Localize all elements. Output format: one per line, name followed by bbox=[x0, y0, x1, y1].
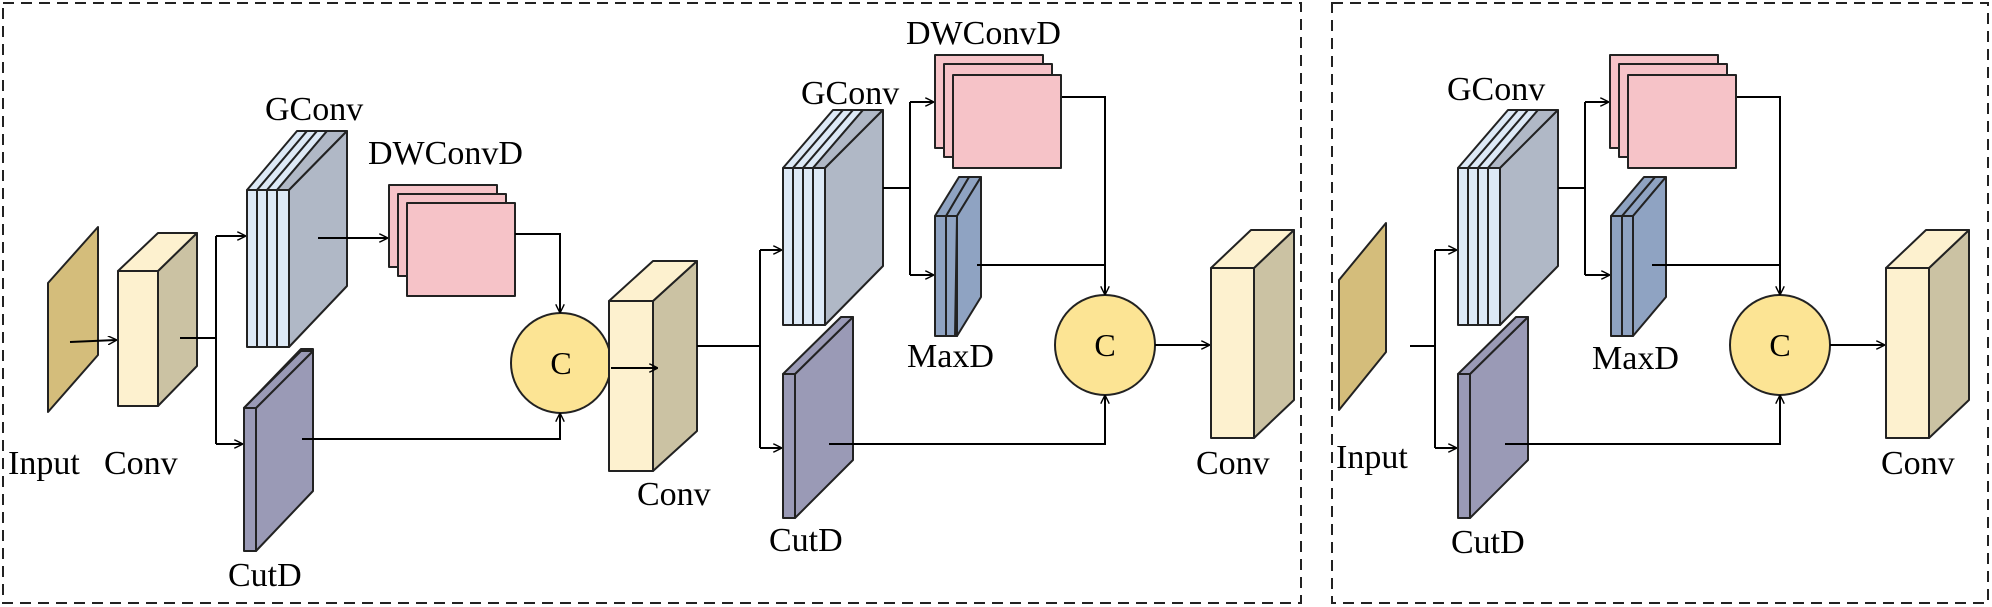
maxd-block-1 bbox=[934, 176, 982, 337]
input-block-r bbox=[1338, 222, 1387, 411]
gconv-label-r: GConv bbox=[1447, 71, 1545, 108]
maxd-block-r bbox=[1610, 176, 1667, 337]
gconv-block-1 bbox=[246, 130, 348, 348]
gconv-label-1: GConv bbox=[265, 91, 363, 128]
conv-label-2: Conv bbox=[637, 476, 711, 513]
module-left: Input Conv GConv DWConvD bbox=[8, 15, 1295, 594]
input-block bbox=[47, 226, 99, 413]
maxd-label-r: MaxD bbox=[1592, 340, 1679, 377]
connections-left bbox=[69, 96, 1209, 448]
conv-block-3 bbox=[1210, 229, 1295, 439]
conv-block-2 bbox=[608, 260, 698, 472]
cutd-label-r: CutD bbox=[1451, 524, 1525, 561]
concat-label-r: C bbox=[1769, 327, 1790, 363]
dwconvd-block-r bbox=[1609, 54, 1737, 169]
dwconvd-label-1: DWConvD bbox=[368, 135, 523, 172]
gconv-block-r bbox=[1457, 109, 1559, 326]
cutd-block-2 bbox=[782, 316, 854, 519]
input-label: Input bbox=[8, 445, 80, 482]
connections-right bbox=[1410, 96, 1884, 448]
dwconvd-block-1 bbox=[388, 184, 516, 297]
concat-label-1: C bbox=[550, 345, 571, 381]
conv-block-1 bbox=[117, 232, 198, 407]
cutd-block-1 bbox=[243, 348, 314, 552]
gconv-block-2 bbox=[782, 109, 884, 326]
module-frame-left bbox=[2, 2, 1302, 604]
conv-block-r bbox=[1885, 229, 1970, 439]
module-frame-right bbox=[1331, 2, 1989, 604]
cutd-label-1: CutD bbox=[228, 557, 302, 594]
maxd-label-1: MaxD bbox=[907, 338, 994, 375]
dwconvd-block-2 bbox=[934, 54, 1062, 169]
dwconvd-label-2: DWConvD bbox=[906, 15, 1061, 52]
gconv-label-2: GConv bbox=[801, 75, 899, 112]
module-right: Input GConv MaxD bbox=[1336, 54, 1970, 561]
cutd-block-r bbox=[1457, 316, 1529, 519]
cutd-label-2: CutD bbox=[769, 522, 843, 559]
input-label-r: Input bbox=[1336, 439, 1408, 476]
conv-label-1: Conv bbox=[104, 445, 178, 482]
concat-label-2: C bbox=[1094, 327, 1115, 363]
conv-label-r: Conv bbox=[1881, 445, 1955, 482]
conv-label-3: Conv bbox=[1196, 445, 1270, 482]
